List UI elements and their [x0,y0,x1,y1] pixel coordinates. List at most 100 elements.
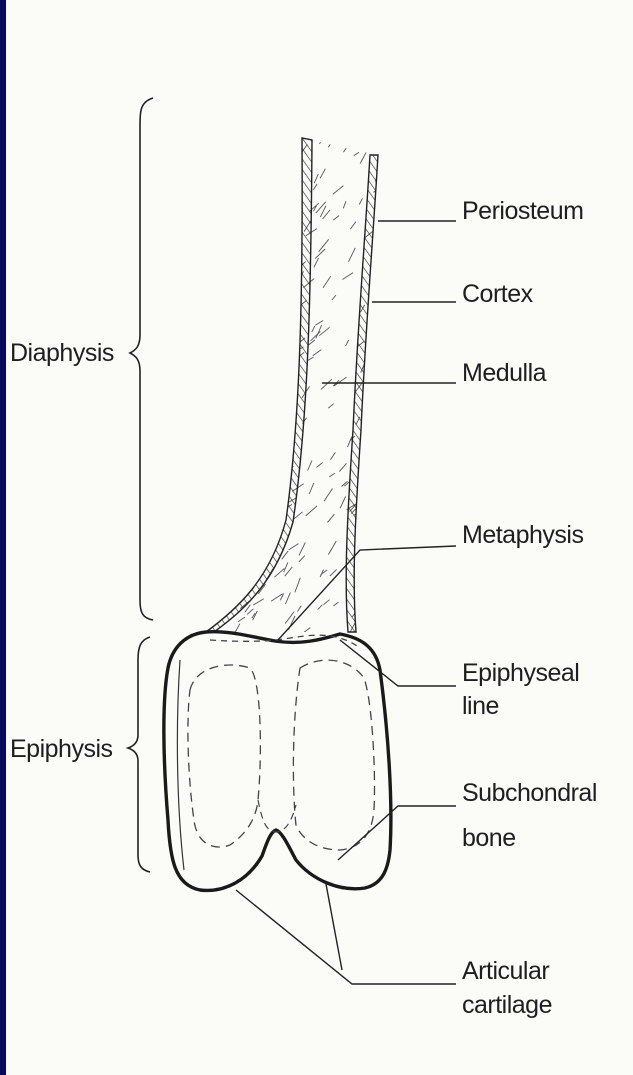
medulla-stroke [246,255,251,263]
epiphyseal-label-line1: Epiphyseal [462,658,579,689]
medulla-stroke [313,350,322,356]
medulla-stroke [217,216,222,221]
medulla-stroke [227,491,232,505]
medulla-stroke [321,379,332,389]
medulla-stroke [276,242,280,251]
medulla-stroke [223,354,228,367]
medulla-stroke [258,323,269,333]
medulla-stroke [267,311,273,315]
medulla-stroke [291,414,295,420]
cortex-label: Cortex [462,279,533,310]
medulla-stroke [216,311,220,318]
medulla-stroke [289,544,299,550]
medulla-stroke [323,210,330,219]
medulla-stroke [235,530,243,539]
medulla-stroke [343,273,354,280]
medulla-stroke [376,316,387,323]
medulla-stroke [265,485,274,492]
diaphysis-label: Diaphysis [10,338,114,369]
medulla-stroke [221,500,228,512]
medulla-stroke [339,463,346,471]
medulla-stroke [311,331,321,341]
medulla-stroke [300,628,310,635]
medulla-stroke [374,526,382,539]
articular-label-line1: Articular [462,956,549,987]
medulla-stroke [314,174,318,183]
medulla-stroke [222,234,228,247]
medulla-stroke [334,377,347,386]
medulla-stroke [238,617,245,622]
medulla-stroke [299,542,305,555]
medulla-stroke [247,609,253,615]
medulla-stroke [314,258,319,267]
medulla-stroke [333,216,339,221]
medulla-stroke [331,452,336,459]
medulla-stroke [234,134,246,141]
medulla-stroke [253,308,257,316]
medulla-stroke [256,195,259,201]
medulla-stroke [268,258,272,266]
medulla-stroke [319,327,330,335]
medulla-stroke [327,514,334,522]
medulla-stroke [213,519,220,534]
medulla-stroke [376,624,379,632]
medulla-stroke [308,461,312,471]
medulla-stroke [343,201,346,208]
medulla-stroke [249,372,253,377]
medulla-stroke [253,428,258,433]
medulla-stroke [226,227,229,236]
medulla-stroke [361,470,368,476]
cartilage-leader-2 [326,884,342,970]
medulla-stroke [308,357,314,361]
medulla-stroke [280,170,286,174]
medulla-stroke [350,222,356,230]
medulla-stroke [328,541,336,555]
medulla-stroke [320,138,323,144]
medulla-stroke [285,248,290,255]
medulla-stroke [282,322,292,328]
medulla-stroke [371,282,382,292]
medulla-stroke [247,573,252,582]
medulla-stroke [273,260,281,265]
medulla-stroke [324,600,330,605]
medulla-stroke [208,304,213,310]
medulla-stroke [316,325,322,338]
medulla-stroke [360,152,366,163]
medulla-stroke [374,579,378,586]
medulla-stroke [379,342,390,353]
medulla-stroke [308,340,315,346]
medulla-stroke [375,276,378,282]
medulla-stroke [207,298,212,310]
medulla-stroke [238,288,242,293]
medulla-stroke [280,478,286,491]
medulla-stroke [297,606,301,612]
medulla-stroke [209,302,216,312]
medulla-stroke [237,463,243,468]
medulla-stroke [246,380,252,395]
medulla-stroke [286,254,293,266]
medulla-stroke [374,442,382,449]
medulla-stroke [371,512,375,518]
medulla-stroke [224,379,229,388]
medulla-stroke [321,133,327,142]
medulla-stroke [316,202,326,213]
medulla-stroke [288,396,293,408]
medulla-stroke [253,218,261,230]
medulla-stroke [219,206,223,212]
medulla-stroke [360,609,368,614]
medulla-stroke [328,141,332,147]
medulla-stroke [286,209,292,218]
epiphyseal-leader [340,640,456,686]
medulla-stroke [318,605,323,610]
medulla-stroke [313,184,317,190]
subchondral-label-line2: bone [462,823,516,854]
medulla-stroke [333,186,344,195]
medulla-stroke [226,348,233,362]
medulla-stroke [349,248,356,262]
medulla-stroke [293,194,300,207]
medulla-stroke [373,437,378,445]
medulla-stroke [247,402,256,412]
metaphysis-label: Metaphysis [462,520,583,551]
medulla-stroke [214,319,223,324]
medulla-stroke [254,153,263,164]
